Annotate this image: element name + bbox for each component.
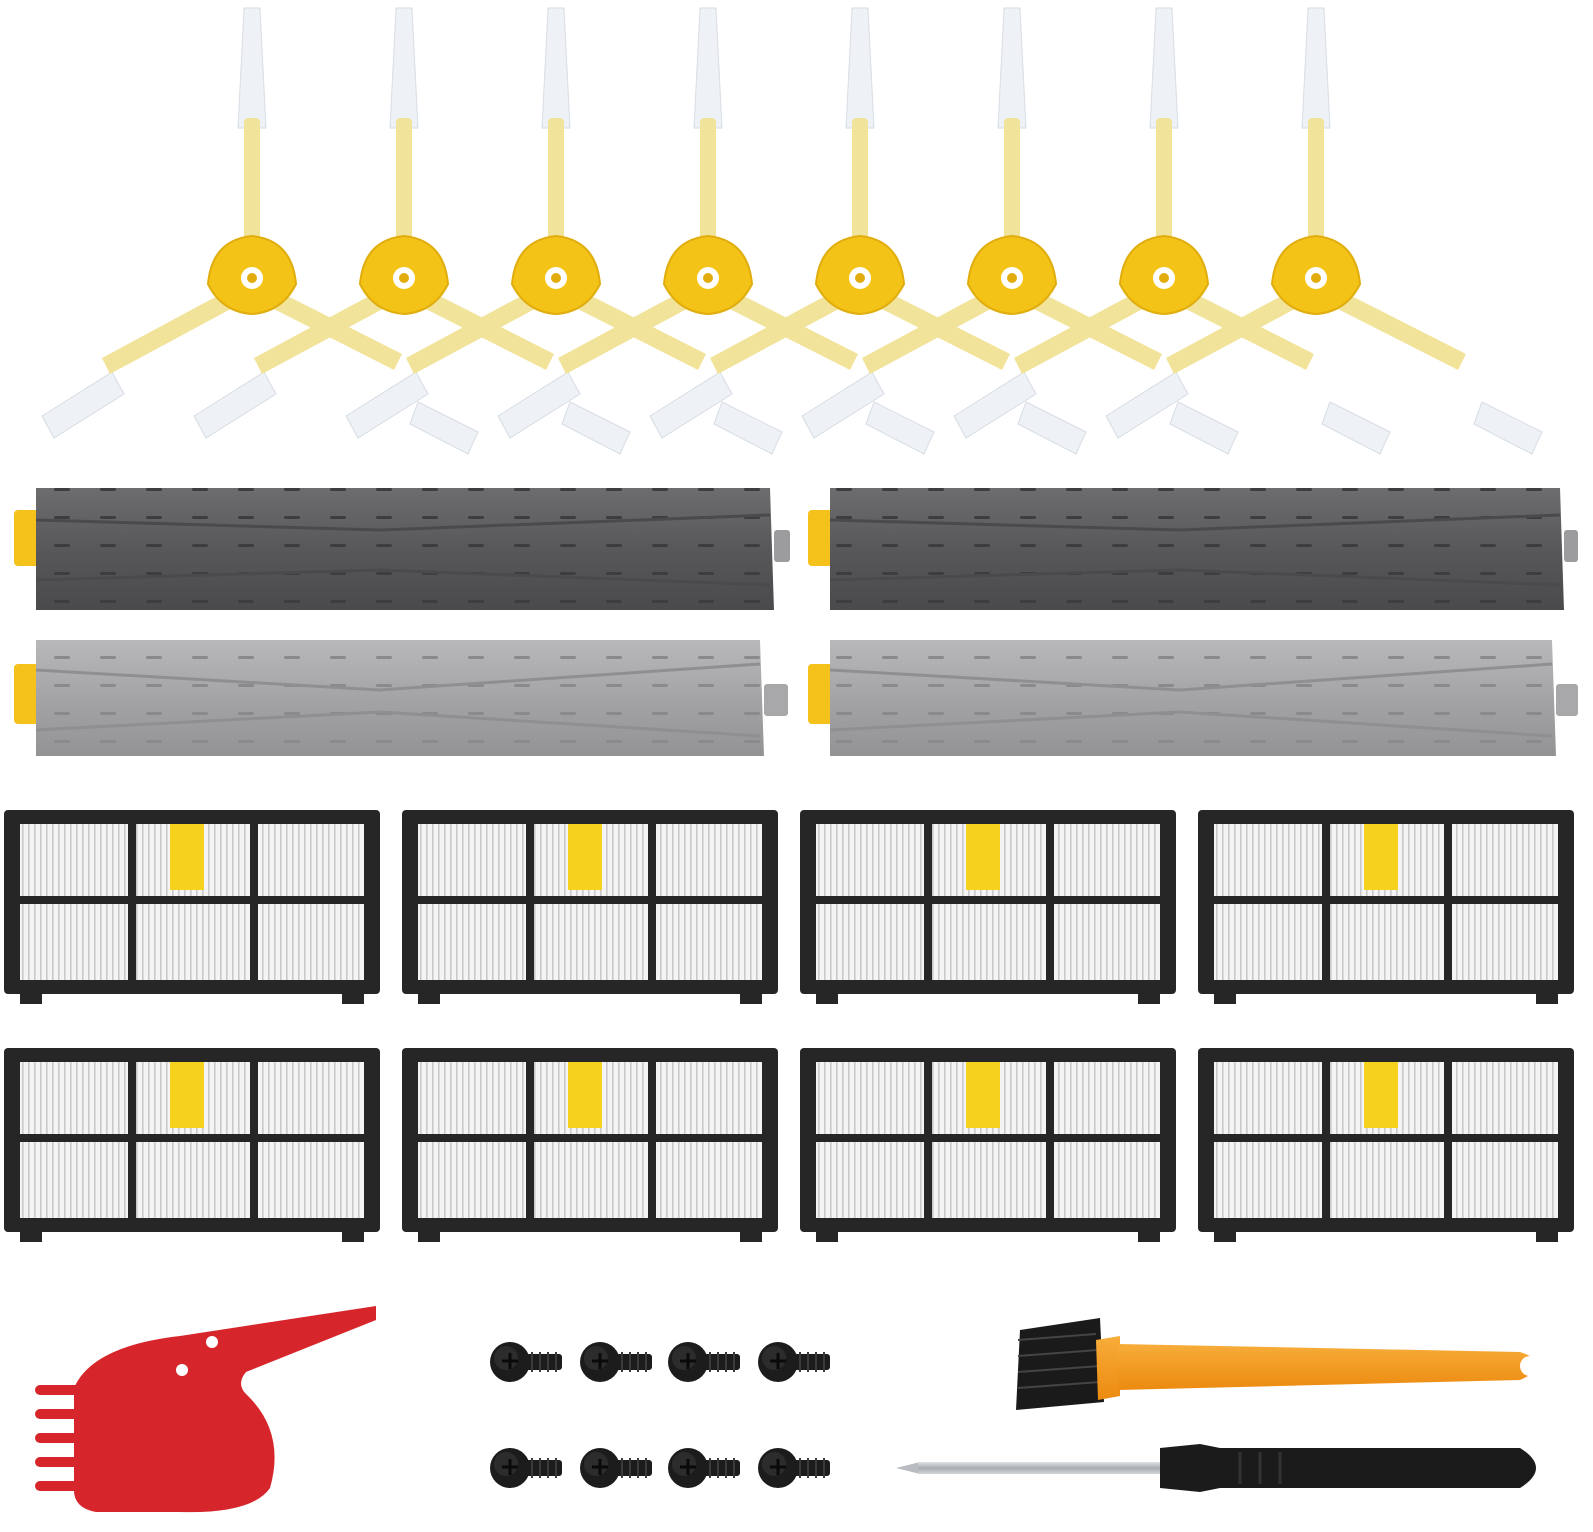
roller-brush-dark-left — [14, 488, 790, 610]
hepa-filter — [4, 810, 380, 1004]
hepa-filter — [1198, 1048, 1574, 1242]
roller-brush-dark-right — [808, 488, 1578, 610]
screwdriver — [896, 1444, 1536, 1492]
hepa-filter — [800, 1048, 1176, 1242]
hepa-filter — [402, 1048, 778, 1242]
hepa-filter — [1198, 810, 1574, 1004]
roller-brush-light-right — [808, 640, 1578, 756]
cleaning-brush — [1016, 1318, 1540, 1410]
hepa-filter — [402, 810, 778, 1004]
cleaning-tool — [35, 1306, 376, 1513]
hepa-filter — [4, 1048, 380, 1242]
hepa-filter — [800, 810, 1176, 1004]
roller-brush-light-left — [14, 640, 788, 756]
